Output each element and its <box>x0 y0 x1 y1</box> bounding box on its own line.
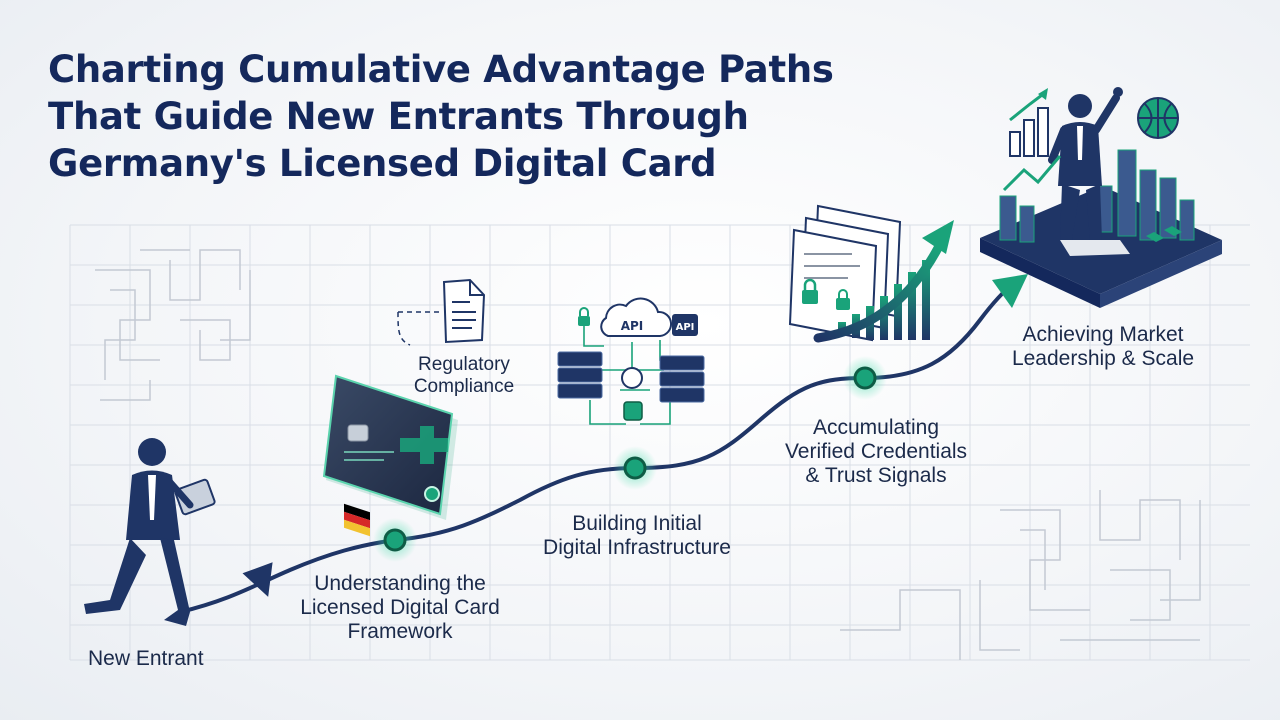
stage-label-line: Framework <box>347 620 453 643</box>
circuit-pattern-left <box>95 249 251 401</box>
verified-credentials-icon <box>788 204 954 343</box>
stage-label-building-infrastructure: Building Initial Digital Infrastructure <box>522 512 752 560</box>
api-label: API <box>621 319 644 333</box>
regulatory-document-icon <box>397 278 486 346</box>
stage-label-line: Building Initial <box>572 512 702 535</box>
stage-label-line: Verified Credentials <box>784 440 968 463</box>
stage-label-understanding-framework: Understanding the Licensed Digital Card … <box>288 572 512 644</box>
stage-label-line: New Entrant <box>88 647 204 670</box>
title-line: That Guide New Entrants Through <box>48 95 749 138</box>
stage-label-line: Regulatory <box>418 354 510 375</box>
title-line: Charting Cumulative Advantage Paths <box>48 48 834 91</box>
stage-label-accumulating-credentials: Accumulating Verified Credentials & Trus… <box>766 416 986 488</box>
title-line: Germany's Licensed Digital Card <box>48 142 717 185</box>
stage-label-line: Understanding the <box>314 572 486 595</box>
stage-label-line: Achieving Market <box>1022 323 1184 346</box>
stage-label-market-leadership: Achieving Market Leadership & Scale <box>1000 323 1206 371</box>
path-arrowhead-start <box>242 562 273 597</box>
milestone-node <box>373 518 417 562</box>
milestone-node <box>613 446 657 490</box>
german-digital-card-icon <box>322 374 458 537</box>
stage-label-line: Leadership & Scale <box>1011 347 1195 370</box>
milestone-node <box>843 356 887 400</box>
api-badge-label: API <box>676 322 695 333</box>
new-entrant-person-icon <box>84 438 216 626</box>
diagram-title: Charting Cumulative Advantage Paths That… <box>48 46 908 187</box>
circuit-pattern-right <box>840 490 1201 660</box>
stage-label-line: Compliance <box>413 376 515 397</box>
market-leadership-icon <box>980 87 1222 308</box>
digital-infrastructure-icon: API API <box>557 297 705 425</box>
stage-label-new-entrant: New Entrant <box>88 647 204 671</box>
stage-label-line: Licensed Digital Card <box>300 596 500 619</box>
stage-label-regulatory-compliance: Regulatory Compliance <box>404 354 524 398</box>
stage-label-line: & Trust Signals <box>805 464 947 487</box>
stage-label-line: Accumulating <box>812 416 940 439</box>
stage-label-line: Digital Infrastructure <box>543 536 731 559</box>
path-arrowhead-end <box>992 274 1028 308</box>
